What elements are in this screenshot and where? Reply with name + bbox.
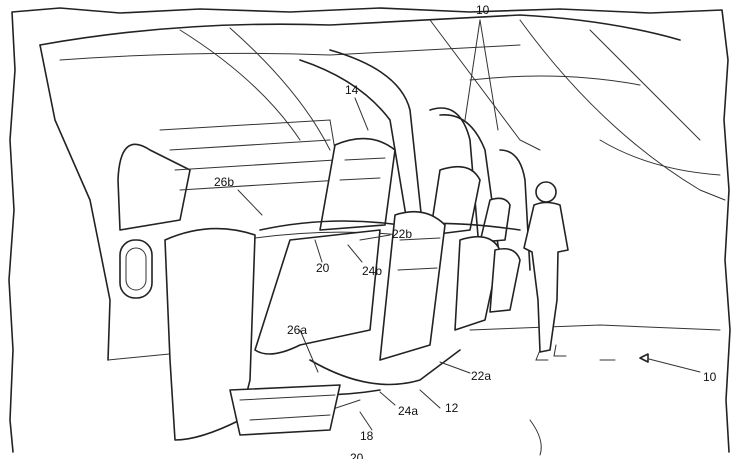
person-figure [523,181,569,361]
label-lower-seat-back: 22a [471,369,491,383]
label-lower-seat-pan: 24a [398,404,418,418]
arch-frames [299,49,531,271]
foreground-seat [164,227,542,456]
label-lower-seat-rear: 26a [287,323,307,337]
cabin-shell [39,14,726,361]
reference-labels: 10 14 26b 22b 24b 20 26a 22a 24a 12 18 1… [214,3,717,459]
window [119,239,153,299]
rear-structure [117,119,341,231]
label-partial: 20 [350,451,364,459]
label-module: 14 [345,83,359,97]
label-lower-module: 12 [445,401,459,415]
leader-lines [237,19,701,431]
label-floor: 18 [360,429,374,443]
label-upper-deck: 20 [316,261,330,275]
label-upper-seat-pan: 24b [362,264,382,278]
lower-seats [249,210,521,411]
upper-seats [254,137,521,243]
label-right-ref: 10 [703,370,717,384]
label-upper-seat-rear: 26b [214,175,234,189]
torn-border [8,7,731,453]
label-upper-seat-back: 22b [392,227,412,241]
label-top-ref: 10 [476,3,490,17]
